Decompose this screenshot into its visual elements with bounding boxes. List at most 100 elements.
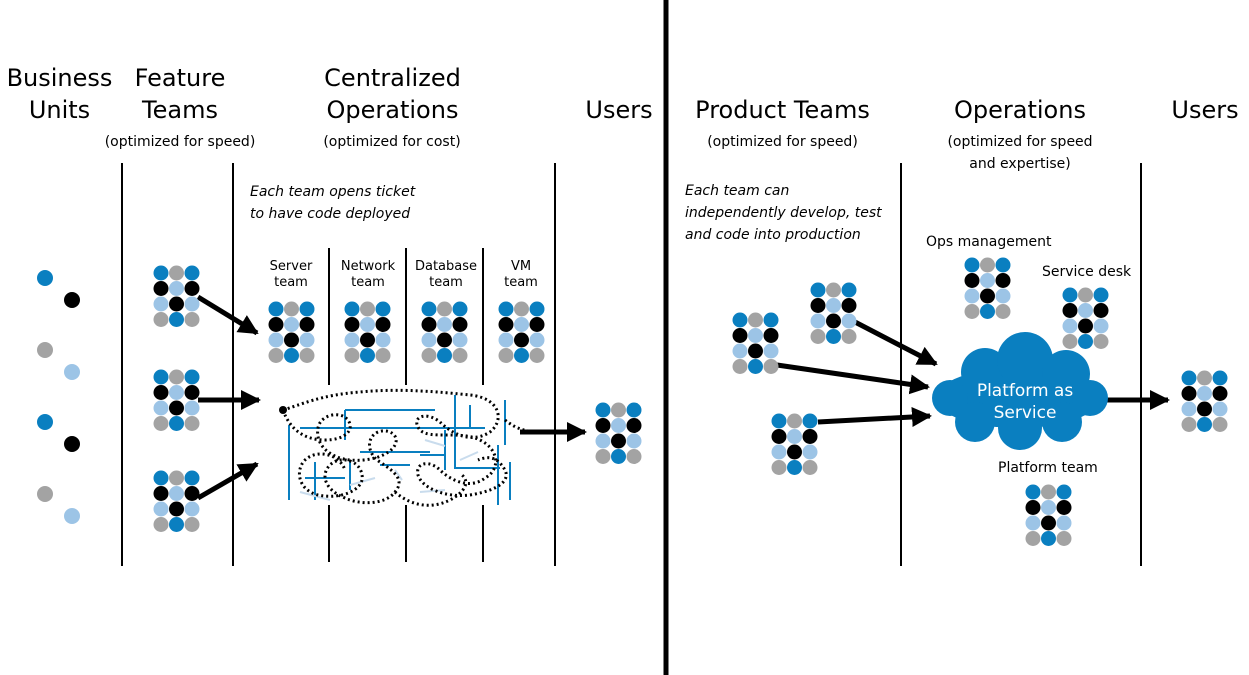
operations-header: Operations bbox=[954, 96, 1086, 124]
business-unit-dots bbox=[37, 270, 80, 524]
person-dot bbox=[437, 301, 452, 317]
person-dot bbox=[1197, 401, 1212, 417]
person-dot bbox=[1212, 370, 1228, 386]
person-dot bbox=[748, 328, 763, 343]
person-dot bbox=[611, 433, 626, 449]
person-dot bbox=[1025, 484, 1041, 500]
person-dot bbox=[153, 385, 169, 400]
path-start-dot bbox=[279, 406, 287, 414]
person-dot bbox=[268, 317, 284, 332]
person-dot bbox=[1181, 417, 1197, 432]
arrow bbox=[853, 319, 938, 367]
person-dot bbox=[153, 501, 169, 517]
person-dot bbox=[184, 369, 200, 385]
person-dot bbox=[169, 385, 184, 400]
right-users-header: Users bbox=[1171, 96, 1239, 124]
person-dot bbox=[284, 317, 299, 332]
service-desk-label: Service desk bbox=[1042, 264, 1132, 280]
person-dot bbox=[810, 329, 826, 344]
person-dot bbox=[595, 418, 611, 433]
person-dot bbox=[153, 470, 169, 486]
person-dot bbox=[1041, 515, 1056, 531]
operations-subtitle: (optimized for speed and expertise) bbox=[947, 134, 1093, 172]
person-dot bbox=[169, 312, 184, 327]
person-dot bbox=[841, 329, 857, 344]
person-dot bbox=[153, 369, 169, 385]
person-dot bbox=[452, 317, 468, 332]
person-dot bbox=[595, 449, 611, 464]
team-grid bbox=[421, 301, 468, 363]
person-dot bbox=[964, 304, 980, 319]
business-unit-dot bbox=[37, 414, 53, 430]
person-dot bbox=[514, 332, 529, 348]
person-dot bbox=[360, 332, 375, 348]
centralized-ops-header: Centralized Operations bbox=[324, 64, 461, 124]
person-dot bbox=[1062, 334, 1078, 349]
person-dot bbox=[153, 265, 169, 281]
person-dot bbox=[1093, 287, 1109, 303]
feature-teams-subtitle: (optimized for speed) bbox=[104, 134, 256, 150]
person-dot bbox=[498, 317, 514, 332]
person-dot bbox=[169, 296, 184, 312]
person-dot bbox=[1212, 417, 1228, 432]
person-dot bbox=[748, 312, 763, 328]
person-dot bbox=[169, 486, 184, 501]
person-dot bbox=[1025, 500, 1041, 515]
tangled-path bbox=[281, 388, 541, 507]
person-dot bbox=[626, 418, 642, 433]
person-dot bbox=[184, 265, 200, 281]
person-dot bbox=[498, 301, 514, 317]
person-dot bbox=[268, 348, 284, 363]
person-dot bbox=[169, 400, 184, 416]
vm-team-label: VM team bbox=[504, 259, 538, 290]
team-grids bbox=[153, 257, 1228, 546]
team-grid bbox=[964, 257, 1011, 319]
person-dot bbox=[268, 301, 284, 317]
person-dot bbox=[826, 298, 841, 313]
person-dot bbox=[529, 348, 545, 363]
person-dot bbox=[626, 402, 642, 418]
person-dot bbox=[169, 501, 184, 517]
person-dot bbox=[763, 312, 779, 328]
person-dot bbox=[437, 348, 452, 363]
arrow bbox=[776, 362, 930, 395]
person-dot bbox=[810, 313, 826, 329]
person-dot bbox=[611, 449, 626, 464]
network-team-label: Network team bbox=[340, 259, 396, 290]
person-dot bbox=[826, 329, 841, 344]
person-dot bbox=[1197, 370, 1212, 386]
person-dot bbox=[1056, 500, 1072, 515]
person-dot bbox=[344, 332, 360, 348]
person-dot bbox=[421, 301, 437, 317]
team-grid bbox=[153, 470, 200, 532]
person-dot bbox=[184, 486, 200, 501]
right-note: Each team can independently develop, tes… bbox=[685, 183, 882, 243]
person-dot bbox=[787, 429, 802, 444]
person-dot bbox=[284, 348, 299, 363]
person-dot bbox=[344, 317, 360, 332]
person-dot bbox=[452, 301, 468, 317]
person-dot bbox=[184, 281, 200, 296]
person-dot bbox=[1056, 515, 1072, 531]
team-grid bbox=[1025, 484, 1072, 546]
person-dot bbox=[732, 328, 748, 343]
person-dot bbox=[1181, 401, 1197, 417]
team-grid bbox=[344, 301, 391, 363]
team-grid bbox=[498, 301, 545, 363]
arrow bbox=[817, 406, 932, 427]
person-dot bbox=[344, 348, 360, 363]
person-dot bbox=[810, 282, 826, 298]
person-dot bbox=[299, 301, 315, 317]
person-dot bbox=[1056, 531, 1072, 546]
person-dot bbox=[810, 298, 826, 313]
person-dot bbox=[184, 470, 200, 486]
person-dot bbox=[169, 517, 184, 532]
platform-team-label: Platform team bbox=[998, 460, 1098, 476]
product-teams-header: Product Teams bbox=[695, 96, 870, 124]
person-dot bbox=[284, 332, 299, 348]
person-dot bbox=[763, 343, 779, 359]
person-dot bbox=[153, 312, 169, 327]
person-dot bbox=[1062, 303, 1078, 318]
person-dot bbox=[529, 317, 545, 332]
team-grid bbox=[153, 265, 200, 327]
